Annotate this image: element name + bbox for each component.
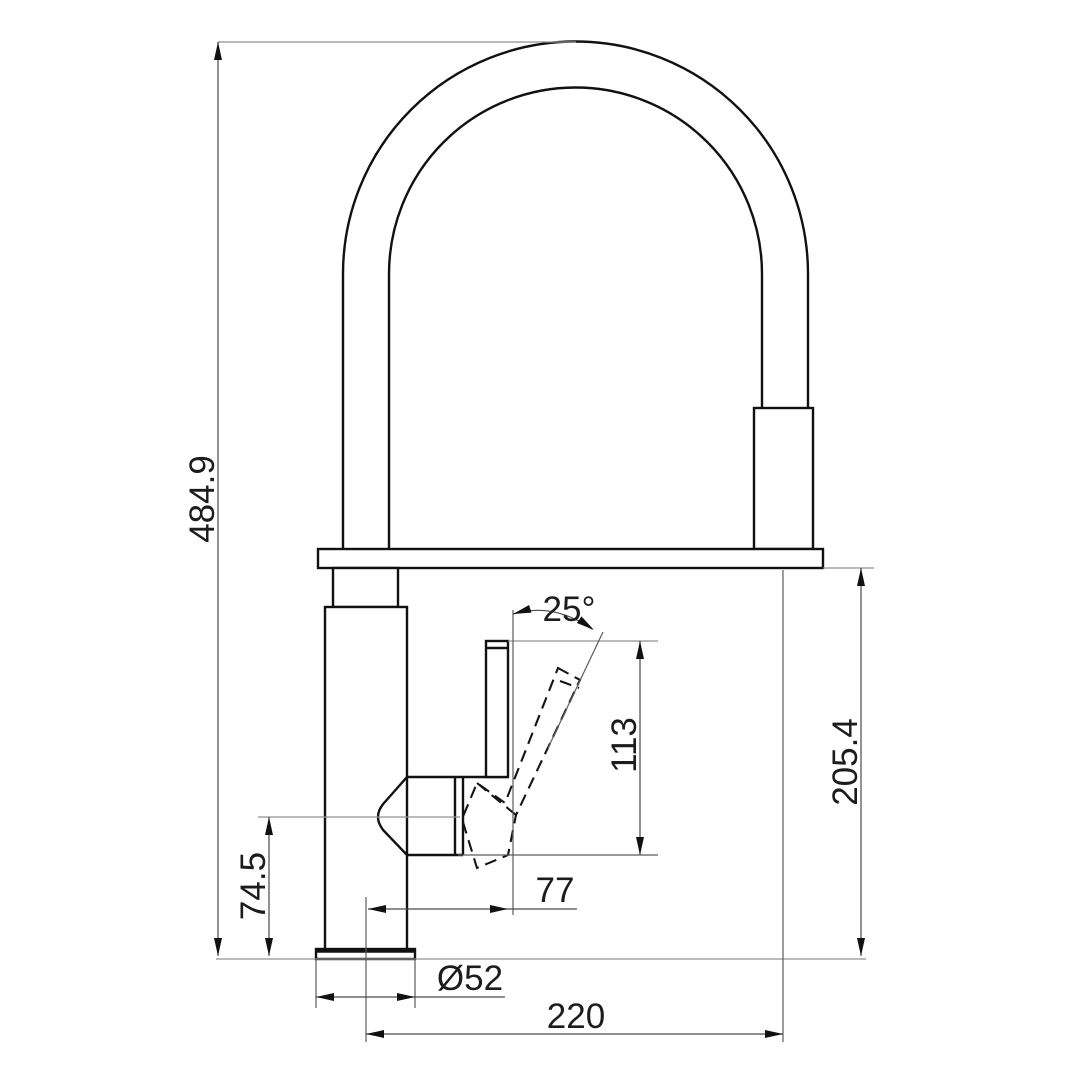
- spray-head: [752, 406, 815, 551]
- spout-arc-inner: [387, 86, 764, 275]
- arrowhead-down: [857, 938, 865, 956]
- arrowhead-down: [636, 837, 644, 855]
- arrowhead-down: [265, 938, 273, 956]
- dim-label-spout-reach: 220: [547, 997, 605, 1036]
- arrowhead-up: [636, 641, 644, 659]
- arrowhead-right: [397, 993, 415, 1001]
- arrowhead-up: [857, 568, 865, 586]
- arrowhead-up: [214, 42, 222, 60]
- body-neck: [331, 566, 400, 609]
- arrowhead-left: [368, 905, 386, 913]
- dim-spout-reach: 220: [366, 997, 783, 1038]
- arrowhead-up: [265, 817, 273, 835]
- dim-label-handle-angle: 25°: [543, 590, 596, 629]
- dim-label-base-diameter: Ø52: [437, 959, 503, 998]
- dim-label-handle-height: 74.5: [234, 852, 273, 920]
- arrowhead-left: [366, 1030, 384, 1038]
- dim-overall-height: 484.9: [183, 42, 222, 956]
- dim-label-bracket-height: 205.4: [826, 718, 865, 806]
- lever-handle: [484, 639, 510, 779]
- dim-handle-angle: 25°: [512, 590, 596, 630]
- spout-arc-outer: [341, 40, 810, 275]
- dim-label-handle-length: 113: [605, 717, 644, 773]
- arrowhead-right: [765, 1030, 783, 1038]
- spout-bracket: [316, 547, 825, 570]
- dim-base-diameter: Ø52: [316, 959, 505, 1001]
- arrowhead-down: [214, 938, 222, 956]
- arrowhead-right: [576, 616, 594, 630]
- dim-handle-height: 74.5: [234, 817, 273, 956]
- dim-label-handle-offset: 77: [536, 871, 575, 910]
- extension-lines: [216, 41, 874, 1042]
- phantom-handle-cap-line: [559, 680, 580, 689]
- dim-label-overall-height: 484.9: [183, 455, 222, 543]
- lever-handle-tilted-phantom: [460, 666, 582, 870]
- arrowhead-right: [490, 905, 508, 913]
- phantom-handle-joint-line: [476, 782, 517, 816]
- arrowhead-left: [513, 605, 532, 614]
- faucet-outline: [314, 40, 825, 961]
- dim-handle-offset: 77: [368, 871, 577, 913]
- phantom-handle-outline: [460, 666, 582, 870]
- arrowhead-left: [316, 993, 334, 1001]
- body-column: [323, 605, 409, 952]
- dim-bracket-height: 205.4: [826, 568, 865, 956]
- angle-slant-line: [547, 631, 604, 749]
- dim-handle-length: 113: [605, 641, 644, 855]
